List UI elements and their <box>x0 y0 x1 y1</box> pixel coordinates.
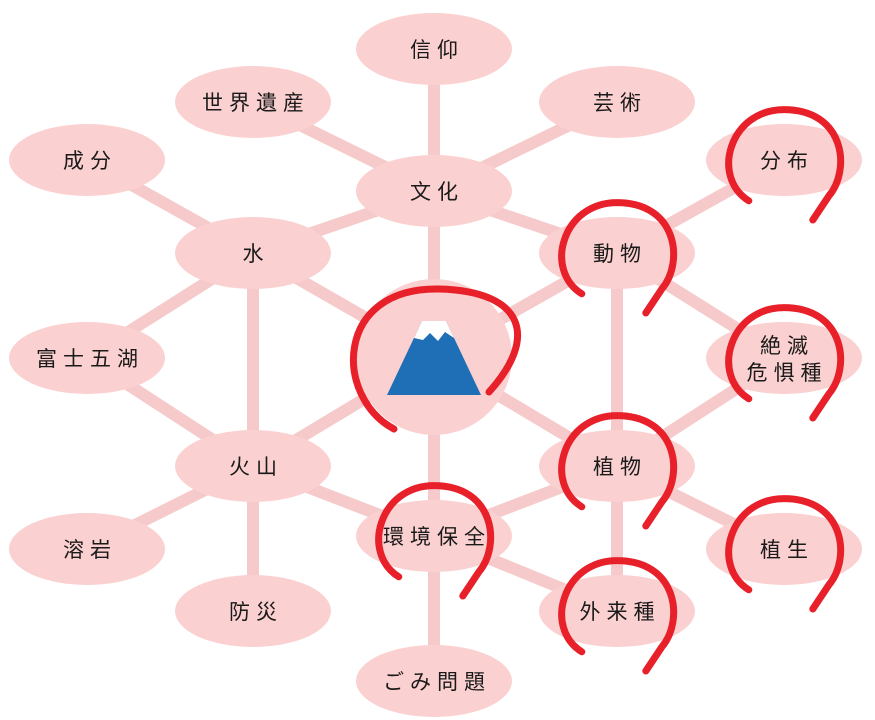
node-bunka: 文化 <box>356 155 512 227</box>
node-shokusei: 植生 <box>706 513 862 585</box>
circle-mark-zetsumetsu <box>725 304 845 422</box>
node-ellipse <box>706 513 862 585</box>
node-label: 外来種 <box>580 600 661 624</box>
node-kankyo: 環境保全 <box>356 500 512 572</box>
node-ellipse <box>175 575 331 647</box>
node-label: 絶滅 <box>760 334 814 358</box>
node-label: 水 <box>243 242 270 266</box>
circle-mark-shokubutsu <box>558 412 678 530</box>
node-ellipse <box>9 322 165 394</box>
node-label: 動物 <box>593 242 647 266</box>
node-sekai_isan: 世界遺産 <box>175 66 331 138</box>
circle-mark-center <box>350 285 521 433</box>
node-label: 植物 <box>593 455 647 479</box>
node-bunpu: 分布 <box>706 124 862 196</box>
node-bosai: 防災 <box>175 575 331 647</box>
node-ellipse <box>539 430 695 502</box>
node-ellipse <box>539 217 695 289</box>
circle-mark-gairaishu <box>558 557 678 675</box>
node-ellipse <box>175 217 331 289</box>
node-gairaishu: 外来種 <box>539 575 695 647</box>
node-seibun: 成分 <box>9 124 165 196</box>
node-label: 防災 <box>229 600 283 624</box>
red-circle-marks <box>350 106 845 675</box>
node-label: 文化 <box>410 180 464 204</box>
node-label: 信仰 <box>410 38 464 62</box>
node-label: 成分 <box>63 149 117 173</box>
node-ellipse <box>9 124 165 196</box>
node-ellipse <box>356 13 512 85</box>
node-fujigoko: 富士五湖 <box>9 322 165 394</box>
node-ellipse <box>539 66 695 138</box>
node-ellipse <box>356 500 512 572</box>
node-ellipse <box>175 430 331 502</box>
circle-mark-kankyo <box>375 482 495 600</box>
node-label: 環境保全 <box>383 525 491 549</box>
node-kazan: 火山 <box>175 430 331 502</box>
node-shokubutsu: 植物 <box>539 430 695 502</box>
center-node <box>356 279 512 435</box>
circle-mark-dobutsu <box>558 199 678 317</box>
circle-mark-shokusei <box>725 495 845 613</box>
node-shinko: 信仰 <box>356 13 512 85</box>
node-yogan: 溶岩 <box>9 513 165 585</box>
node-geijutsu: 芸術 <box>539 66 695 138</box>
node-label: 芸術 <box>593 91 647 115</box>
node-mizu: 水 <box>175 217 331 289</box>
node-gomi: ごみ問題 <box>356 645 512 717</box>
node-label: 植生 <box>760 538 814 562</box>
mount-fuji-icon <box>387 321 481 395</box>
node-ellipse <box>706 322 862 394</box>
node-ellipse <box>356 155 512 227</box>
node-label: 溶岩 <box>63 538 117 562</box>
node-label: 火山 <box>229 455 283 479</box>
node-label-line2: 危惧種 <box>747 361 828 385</box>
node-label: 分布 <box>760 149 814 173</box>
circle-mark-bunpu <box>725 106 845 224</box>
node-label: ごみ問題 <box>383 670 491 694</box>
node-dobutsu: 動物 <box>539 217 695 289</box>
node-ellipse <box>9 513 165 585</box>
node-label: 富士五湖 <box>36 347 144 371</box>
node-ellipse <box>706 124 862 196</box>
node-ellipse <box>539 575 695 647</box>
node-ellipse <box>175 66 331 138</box>
node-label: 世界遺産 <box>202 91 310 115</box>
node-ellipse <box>356 645 512 717</box>
